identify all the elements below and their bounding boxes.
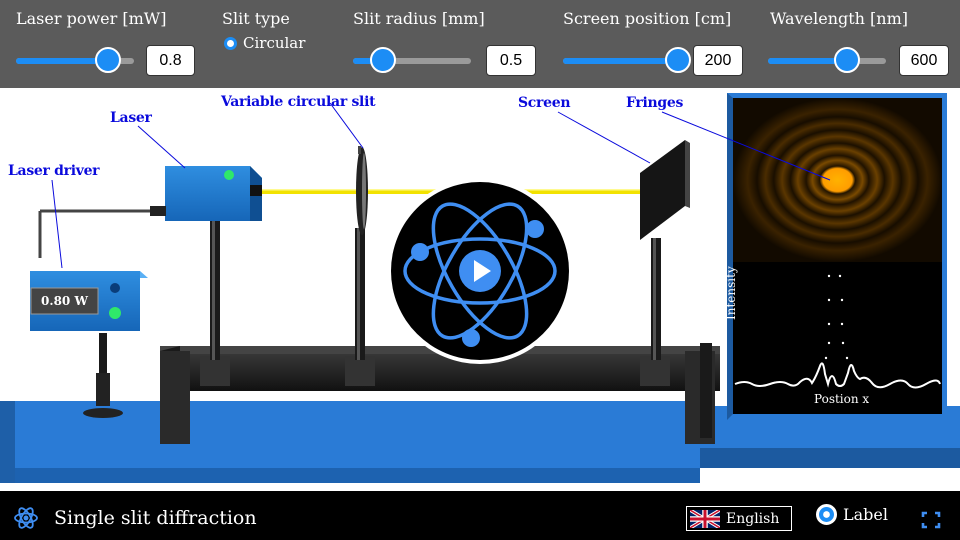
- radio-selected-icon: [224, 36, 237, 50]
- laser-power-slider-thumb[interactable]: [95, 47, 121, 73]
- laser-label: Laser: [110, 110, 152, 126]
- atom-play-icon: [403, 202, 557, 347]
- laser-box: [165, 166, 262, 221]
- apparatus-drawing: [0, 93, 960, 483]
- language-label: English: [726, 510, 780, 527]
- slit-radius-value-field[interactable]: 0.5: [486, 45, 536, 76]
- laser-power-control: Laser power [mW] 0.8: [0, 0, 210, 88]
- fullscreen-icon[interactable]: [921, 511, 941, 529]
- graph-y-label: Intensity: [724, 266, 738, 320]
- intensity-graph: [734, 274, 941, 389]
- slit-radius-slider-thumb[interactable]: [370, 47, 396, 73]
- wavelength-slider-track[interactable]: [768, 58, 886, 64]
- label-pointers: [51, 102, 831, 269]
- laser-power-slider-track[interactable]: [16, 58, 134, 64]
- laser-power-label: Laser power [mW]: [16, 9, 167, 28]
- mount-posts: [83, 220, 661, 418]
- slit-type-label: Slit type: [222, 9, 290, 28]
- wavelength-slider-fill: [768, 58, 851, 64]
- app-title: Single slit diffraction: [54, 507, 257, 529]
- screen-panel: [640, 140, 690, 240]
- fringes-label: Fringes: [626, 95, 684, 111]
- graph-x-label: Postion x: [814, 392, 870, 406]
- laser-power-slider-fill: [16, 58, 109, 64]
- slit-radius-label: Slit radius [mm]: [353, 9, 485, 28]
- screen-position-slider-track[interactable]: [563, 58, 681, 64]
- screen-position-label: Screen position [cm]: [563, 9, 732, 28]
- slit-type-option-label: Circular: [243, 34, 306, 52]
- laser-driver-box: [30, 271, 148, 331]
- footer-bar: Single slit diffraction English Label: [0, 491, 960, 540]
- screen-position-slider-thumb[interactable]: [665, 47, 691, 73]
- experiment-scene: Laser Laser driver Variable circular sli…: [0, 88, 960, 491]
- wavelength-label: Wavelength [nm]: [770, 9, 909, 28]
- slit-type-circular-radio[interactable]: Circular: [224, 34, 305, 52]
- screen-position-slider-fill: [563, 58, 676, 64]
- fringes-display: [727, 93, 947, 420]
- variable-circular-slit: [356, 146, 368, 235]
- uk-flag-icon: [690, 509, 720, 528]
- laser-driver-label: Laser driver: [8, 163, 100, 179]
- label-toggle-radio-icon: [816, 504, 837, 525]
- laser-driver-readout: 0.80 W: [41, 294, 88, 308]
- control-panel: Laser power [mW] 0.8 Slit type Circular …: [0, 0, 960, 88]
- label-toggle[interactable]: Label: [816, 504, 888, 525]
- wavelength-value-field[interactable]: 600: [899, 45, 949, 76]
- label-toggle-text: Label: [843, 505, 888, 524]
- laser-power-value-field[interactable]: 0.8: [146, 45, 195, 76]
- play-overlay-button[interactable]: [387, 178, 573, 364]
- wavelength-control: Wavelength [nm] 600: [750, 0, 960, 88]
- atom-icon: [14, 507, 38, 529]
- language-button[interactable]: English: [686, 506, 792, 531]
- screen-position-value-field[interactable]: 200: [693, 45, 743, 76]
- slit-radius-control: Slit radius [mm] 0.5: [340, 0, 550, 88]
- screen-label: Screen: [518, 95, 571, 111]
- screen-position-control: Screen position [cm] 200: [550, 0, 750, 88]
- variable-slit-label: Variable circular slit: [221, 94, 376, 110]
- wavelength-slider-thumb[interactable]: [834, 47, 860, 73]
- slit-type-control: Slit type: [210, 0, 340, 88]
